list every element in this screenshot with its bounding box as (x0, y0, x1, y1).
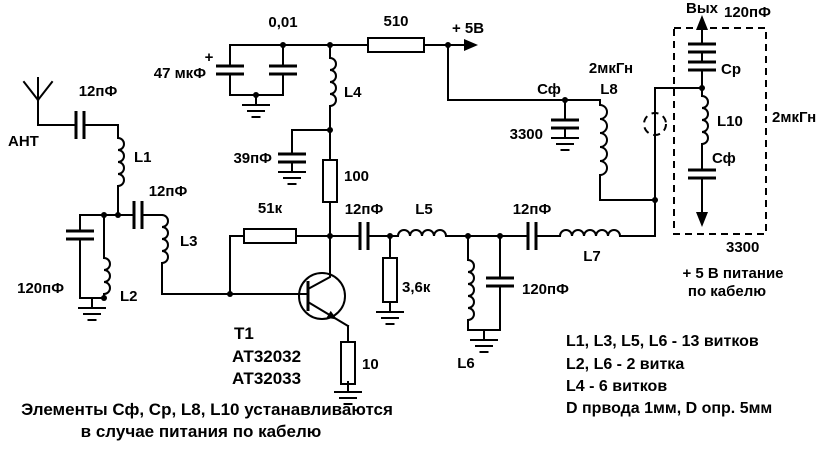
ground-symbol (376, 301, 404, 325)
ground-symbol (551, 127, 579, 151)
label-t1-type2: АТ32033 (232, 369, 301, 388)
inductor-l4 (328, 56, 337, 108)
inductor-l10 (700, 94, 709, 146)
inductor-l5 (396, 229, 448, 238)
label-l1: L1 (134, 149, 152, 166)
label-c120-out: 120пФ (724, 4, 771, 21)
capacitor-cf-right (688, 168, 716, 180)
antenna-symbol (22, 77, 54, 102)
supply-arrow (447, 39, 478, 51)
label-c001: 0,01 (268, 14, 297, 31)
label-l8-val: 2мкГн (589, 60, 633, 77)
capacitor-cf-left (551, 118, 579, 130)
capacitor-39pf (278, 152, 306, 164)
inductor-l3 (160, 213, 169, 265)
note-winding-2: L2, L6 - 2 витка (566, 356, 684, 373)
capacitor-47uf (216, 64, 244, 76)
inductor-l2 (102, 256, 111, 296)
label-c-ant: 12пФ (79, 83, 118, 100)
label-cf-left-val: 3300 (510, 126, 543, 143)
ground-symbol (278, 161, 306, 185)
notes: Элементы Сф, Ср, L8, L10 устанавливаются… (21, 333, 772, 441)
junction-dots (101, 42, 705, 301)
note-cable-elements-1: Элементы Сф, Ср, L8, L10 устанавливаются (21, 400, 393, 419)
label-c39: 39пФ (233, 150, 272, 167)
label-c120-in: 120пФ (17, 280, 64, 297)
inductor-l7 (558, 229, 622, 238)
inductor-l6 (466, 258, 475, 322)
label-l10-val: 2мкГн (772, 109, 816, 126)
label-r510: 510 (383, 13, 408, 30)
capacitor-120pf-output-tank (486, 276, 514, 288)
grounds (78, 94, 579, 405)
capacitor-12pf-interstage (132, 201, 144, 229)
note-winding-3: L4 - 6 витков (566, 378, 667, 395)
label-t1: Т1 (234, 324, 254, 343)
wires (37, 29, 703, 343)
label-cable-power-2: по кабелю (688, 283, 766, 300)
resistor-51k (243, 228, 297, 244)
resistor-100 (322, 159, 338, 203)
cable-section (673, 15, 767, 235)
label-l4: L4 (344, 84, 362, 101)
inductor-l8 (598, 103, 608, 177)
label-c12-interstage: 12пФ (149, 183, 188, 200)
label-cf-right: Сф (712, 150, 736, 167)
label-cable-power-1: + 5 В питание (682, 265, 783, 282)
label-l6: L6 (457, 355, 475, 372)
label-r100: 100 (344, 168, 369, 185)
ground-symbol (78, 297, 106, 321)
label-l8: L8 (600, 81, 618, 98)
note-cable-elements-2: в случае питания по кабелю (81, 422, 322, 441)
label-l10: L10 (717, 113, 743, 130)
note-winding-1: L1, L3, L5, L6 - 13 витков (566, 333, 759, 350)
label-l5: L5 (415, 201, 433, 218)
capacitor-12pf-antenna (74, 111, 86, 139)
label-l7: L7 (583, 248, 601, 265)
capacitor-120pf-input-tank (66, 229, 94, 241)
ground-symbol (470, 329, 498, 353)
label-c47-plus: + (205, 49, 214, 66)
note-winding-4: D првода 1мм, D опр. 5мм (566, 400, 772, 417)
label-ant: АНТ (8, 133, 39, 150)
label-cr: Ср (721, 61, 741, 78)
cable-section-box (673, 27, 767, 235)
resistor-3k6 (382, 257, 398, 303)
label-t1-type1: АТ32032 (232, 347, 301, 366)
capacitor-0p01 (269, 64, 297, 76)
label-r10: 10 (362, 356, 379, 373)
label-out: Вых (686, 0, 719, 17)
resistor-10 (340, 341, 356, 385)
ground-symbol (242, 94, 270, 118)
label-l3: L3 (180, 233, 198, 250)
label-cf-right-val: 3300 (726, 239, 759, 256)
label-c12-coll: 12пФ (345, 201, 384, 218)
resistor-510 (367, 37, 425, 53)
inductor-l1 (116, 136, 125, 188)
output-arrow (696, 15, 708, 30)
emitter-arrow (326, 310, 337, 320)
label-r51k: 51к (258, 200, 283, 217)
label-l2: L2 (120, 288, 138, 305)
transistor-t1 (298, 235, 350, 328)
label-c47: 47 мкФ (154, 65, 206, 82)
capacitor-cr (688, 60, 716, 72)
capacitor-120pf-out (688, 42, 716, 54)
label-vcc: + 5В (452, 20, 484, 37)
cable-connector-circle (643, 112, 667, 136)
capacitor-12pf-output (526, 222, 538, 250)
label-cf-left: Сф (537, 81, 561, 98)
label-r3k6: 3,6к (402, 279, 431, 296)
label-c120-mid: 120пФ (522, 281, 569, 298)
labels: АНТ 12пФ L1 12пФ 120пФ L2 L3 51к 39пФ 10… (8, 0, 816, 388)
capacitor-12pf-collector (358, 222, 370, 250)
label-c12-out: 12пФ (513, 201, 552, 218)
cable-power-arrow (696, 212, 708, 227)
